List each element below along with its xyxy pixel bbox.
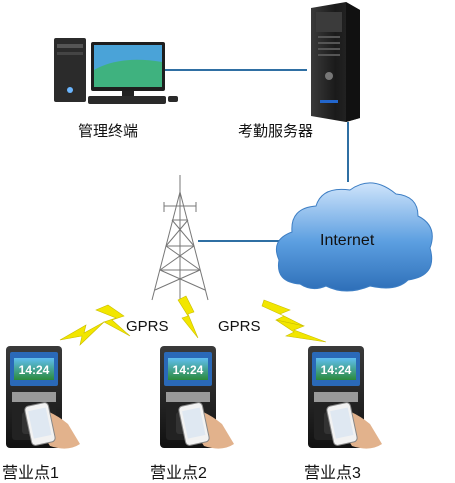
management-terminal-label: 管理终端 <box>78 123 139 140</box>
branch-2-label: 营业点2 <box>150 465 207 482</box>
connection-lines <box>165 69 349 242</box>
branch-terminals: 14:24 14:24 14:24 <box>6 346 382 449</box>
internet-label: Internet <box>320 232 375 249</box>
hand-phone-icon <box>24 402 80 449</box>
gprs-link-label-left: GPRS <box>126 318 169 335</box>
desktop-computer-icon <box>54 38 178 104</box>
cloud-icon <box>275 182 433 292</box>
lightning-icon <box>59 295 327 346</box>
branch-1-label: 营业点1 <box>2 465 59 482</box>
attendance-server-label: 考勤服务器 <box>238 123 314 140</box>
terminal-clock-text: 14:24 <box>321 363 352 377</box>
tower-server-icon <box>311 2 360 122</box>
gprs-link-label-right: GPRS <box>218 318 261 335</box>
hand-phone-icon <box>178 402 234 449</box>
hand-phone-icon <box>326 402 382 449</box>
terminal-clock-text: 14:24 <box>173 363 204 377</box>
antenna-tower-icon <box>151 175 209 301</box>
terminal-clock-text: 14:24 <box>19 363 50 377</box>
branch-3-label: 营业点3 <box>304 465 361 482</box>
